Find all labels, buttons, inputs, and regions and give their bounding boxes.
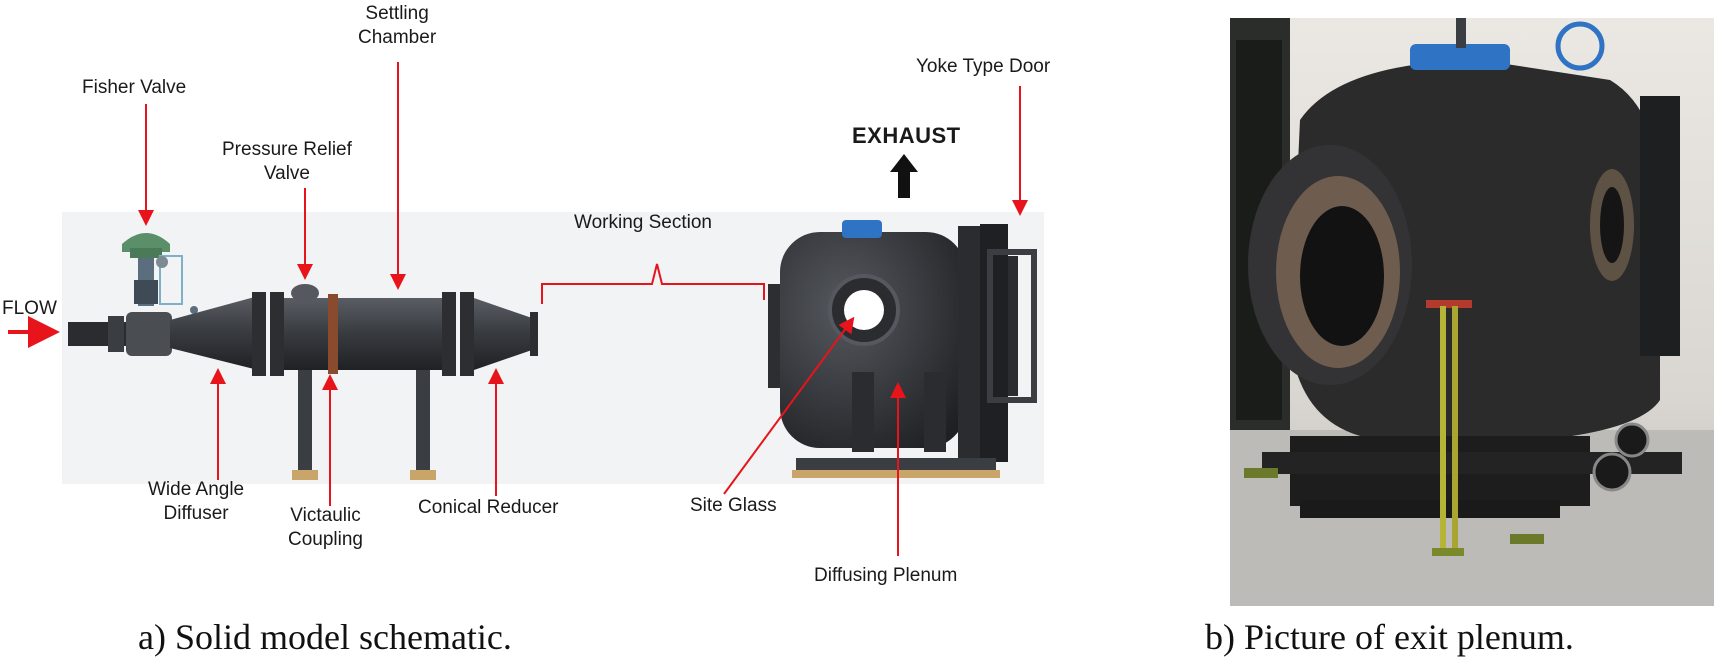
- yoke-type-door-label: Yoke Type Door: [916, 56, 1051, 77]
- conical-reducer: [474, 298, 532, 370]
- flow-label: FLOW: [2, 298, 57, 319]
- settling-chamber-line-2: Chamber: [358, 27, 437, 48]
- wide-angle-line-2: Diffuser: [163, 503, 229, 524]
- settling-chamber: [284, 298, 448, 370]
- victaulic-line-2: Coupling: [288, 529, 363, 550]
- site-glass-label: Site Glass: [690, 495, 777, 516]
- working-section-label: Working Section: [574, 212, 712, 233]
- victaulic-coupling-label: Victaulic Coupling: [288, 504, 363, 552]
- settling-chamber-line-1: Settling: [365, 3, 429, 24]
- wide-angle-diffuser-label: Wide Angle Diffuser: [148, 478, 244, 526]
- victaulic-coupling: [328, 294, 338, 374]
- wide-angle-diffuser: [170, 296, 258, 370]
- exit-plenum-photo: [1230, 18, 1714, 606]
- exhaust-label: EXHAUST: [852, 123, 961, 148]
- caption-panel-b: b) Picture of exit plenum.: [1205, 617, 1574, 657]
- diffusing-plenum: [768, 220, 1037, 478]
- settling-chamber-label: Settling Chamber: [358, 2, 436, 50]
- fisher-valve-label: Fisher Valve: [82, 77, 187, 98]
- fisher-valve: [122, 233, 198, 314]
- pressure-relief-line-1: Pressure Relief: [222, 139, 352, 160]
- wide-angle-line-1: Wide Angle: [148, 479, 245, 500]
- pressure-relief-valve-label: Pressure Relief Valve: [222, 138, 352, 186]
- caption-panel-a: a) Solid model schematic.: [138, 617, 512, 657]
- leader-lines: [138, 62, 1028, 556]
- exhaust-arrow: [890, 154, 918, 198]
- diffusing-plenum-label: Diffusing Plenum: [814, 565, 958, 586]
- victaulic-line-1: Victaulic: [290, 505, 361, 526]
- working-section-bracket: [541, 263, 765, 304]
- pressure-relief-line-2: Valve: [263, 163, 310, 184]
- conical-reducer-label: Conical Reducer: [418, 497, 559, 518]
- pressure-relief-valve: [291, 284, 319, 302]
- inlet-pipe: [68, 312, 172, 356]
